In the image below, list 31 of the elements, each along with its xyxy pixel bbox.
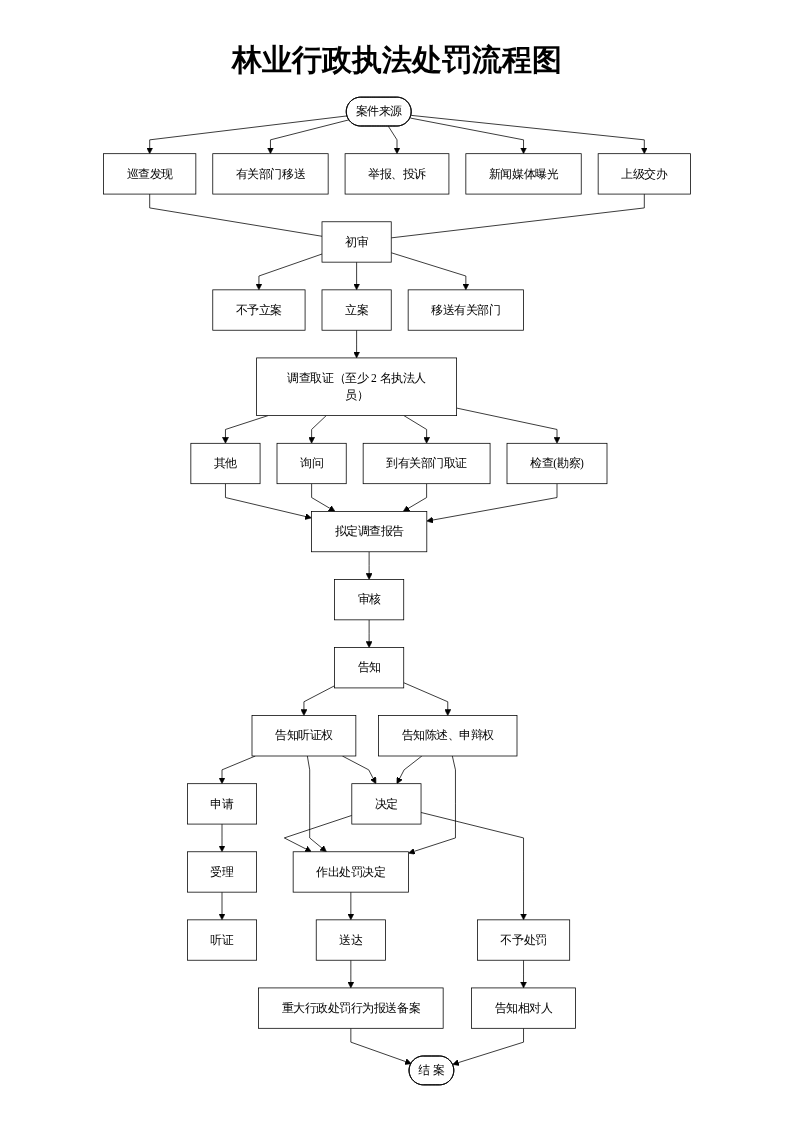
node-box: 送达 [315, 919, 386, 961]
connector [148, 193, 322, 237]
node-box: 举报、投诉 [344, 153, 449, 195]
node-box: 其他 [189, 442, 260, 485]
node-box: 检查(勘察) [506, 442, 607, 485]
node-box: 听证 [186, 919, 257, 961]
node-box: 告知陈述、申辩权 [377, 715, 517, 757]
node-box: 告知听证权 [251, 715, 356, 757]
node-box: 决定 [350, 783, 421, 825]
node-box: 拟定调查报告 [310, 511, 427, 553]
node-box: 有关部门移送 [211, 153, 329, 195]
node-box: 告知相对人 [470, 987, 576, 1029]
node-box: 立案 [321, 289, 392, 331]
node-box: 巡查发现 [102, 153, 196, 195]
node-box: 审核 [333, 579, 404, 621]
node-box: 询问 [276, 442, 347, 485]
node-box: 不予处罚 [476, 919, 570, 961]
node-box: 调查取证（至少 2 名执法人员） [255, 357, 457, 416]
node-box: 作出处罚决定 [292, 851, 409, 893]
node-box: 新闻媒体曝光 [464, 153, 582, 195]
node-box: 到有关部门取证 [362, 442, 490, 485]
connector [390, 193, 645, 239]
node-box: 不予立案 [211, 289, 305, 331]
node-box: 初审 [321, 221, 392, 263]
node-box: 告知 [333, 647, 404, 689]
node-box: 重大行政处罚行为报送备案 [257, 987, 444, 1029]
node-box: 上级交办 [597, 153, 691, 195]
node-box: 移送有关部门 [407, 289, 524, 331]
node-box: 受理 [186, 851, 257, 893]
node-box: 申请 [186, 783, 257, 825]
diagram-title: 林业行政执法处罚流程图 [230, 41, 563, 79]
